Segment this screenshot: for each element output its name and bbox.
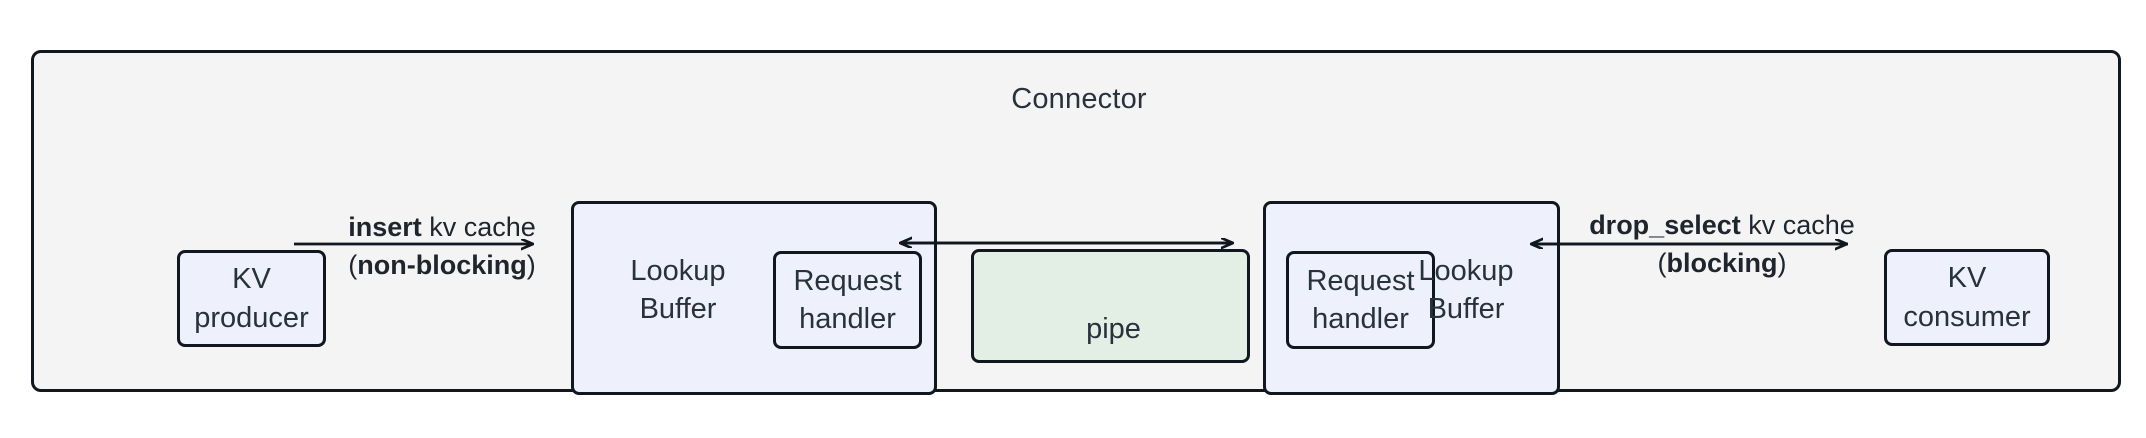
drop-paren-close: )	[1777, 248, 1787, 279]
drop-select-edge-label: drop_select kv cache (blocking)	[1562, 206, 1882, 283]
request-handler-right-line2: handler	[1312, 303, 1409, 335]
lookup-buffer-left-line1: Lookup	[630, 255, 726, 287]
kv-producer-node: KV producer	[177, 250, 326, 347]
request-handler-left: Request handler	[773, 251, 922, 349]
request-handler-right-line1: Request	[1306, 264, 1415, 297]
insert-keyword: insert	[348, 212, 422, 242]
drop-paren-open: (	[1657, 248, 1667, 279]
drop-select-edge-label-line2: (blocking)	[1562, 244, 1882, 282]
pipe-label: pipe	[1086, 313, 1141, 345]
drop-select-edge-label-line1: drop_select kv cache	[1562, 206, 1882, 244]
blocking-keyword: blocking	[1666, 248, 1778, 279]
pipe-node: pipe	[971, 249, 1250, 363]
kv-consumer-line1: KV	[1947, 262, 1987, 295]
drop-select-rest: kv cache	[1740, 210, 1855, 240]
connector-container: Connector Lookup Buffer Request handler …	[31, 50, 2121, 395]
request-handler-left-line1: Request	[793, 264, 902, 297]
non-blocking-keyword: non-blocking	[357, 250, 527, 281]
insert-edge-label-line2: (non-blocking)	[317, 246, 567, 284]
kv-producer-line1: KV	[232, 263, 271, 296]
insert-edge-label-line1: insert kv cache	[317, 208, 567, 246]
drop-select-keyword: drop_select	[1589, 210, 1741, 240]
connector-title: Connector	[1011, 83, 1147, 115]
lookup-buffer-right: Request handler Lookup Buffer	[1263, 201, 1560, 395]
lookup-buffer-left-label: Lookup Buffer	[598, 252, 758, 329]
kv-consumer-node: KV consumer	[1884, 249, 2050, 346]
lookup-buffer-right-label: Lookup Buffer	[1386, 252, 1546, 329]
lookup-buffer-right-line1: Lookup	[1418, 255, 1514, 287]
insert-rest: kv cache	[421, 212, 536, 242]
insert-paren-close: )	[526, 250, 536, 281]
lookup-buffer-left-line2: Buffer	[639, 293, 717, 326]
lookup-buffer-right-line2: Buffer	[1427, 293, 1505, 326]
insert-edge-label: insert kv cache (non-blocking)	[317, 208, 567, 285]
request-handler-right: Request handler	[1286, 251, 1435, 349]
kv-producer-line2: producer	[194, 301, 309, 334]
lookup-buffer-left: Lookup Buffer Request handler	[571, 201, 937, 395]
request-handler-left-line2: handler	[799, 303, 896, 335]
kv-consumer-line2: consumer	[1903, 300, 2031, 333]
insert-paren-open: (	[348, 250, 358, 281]
